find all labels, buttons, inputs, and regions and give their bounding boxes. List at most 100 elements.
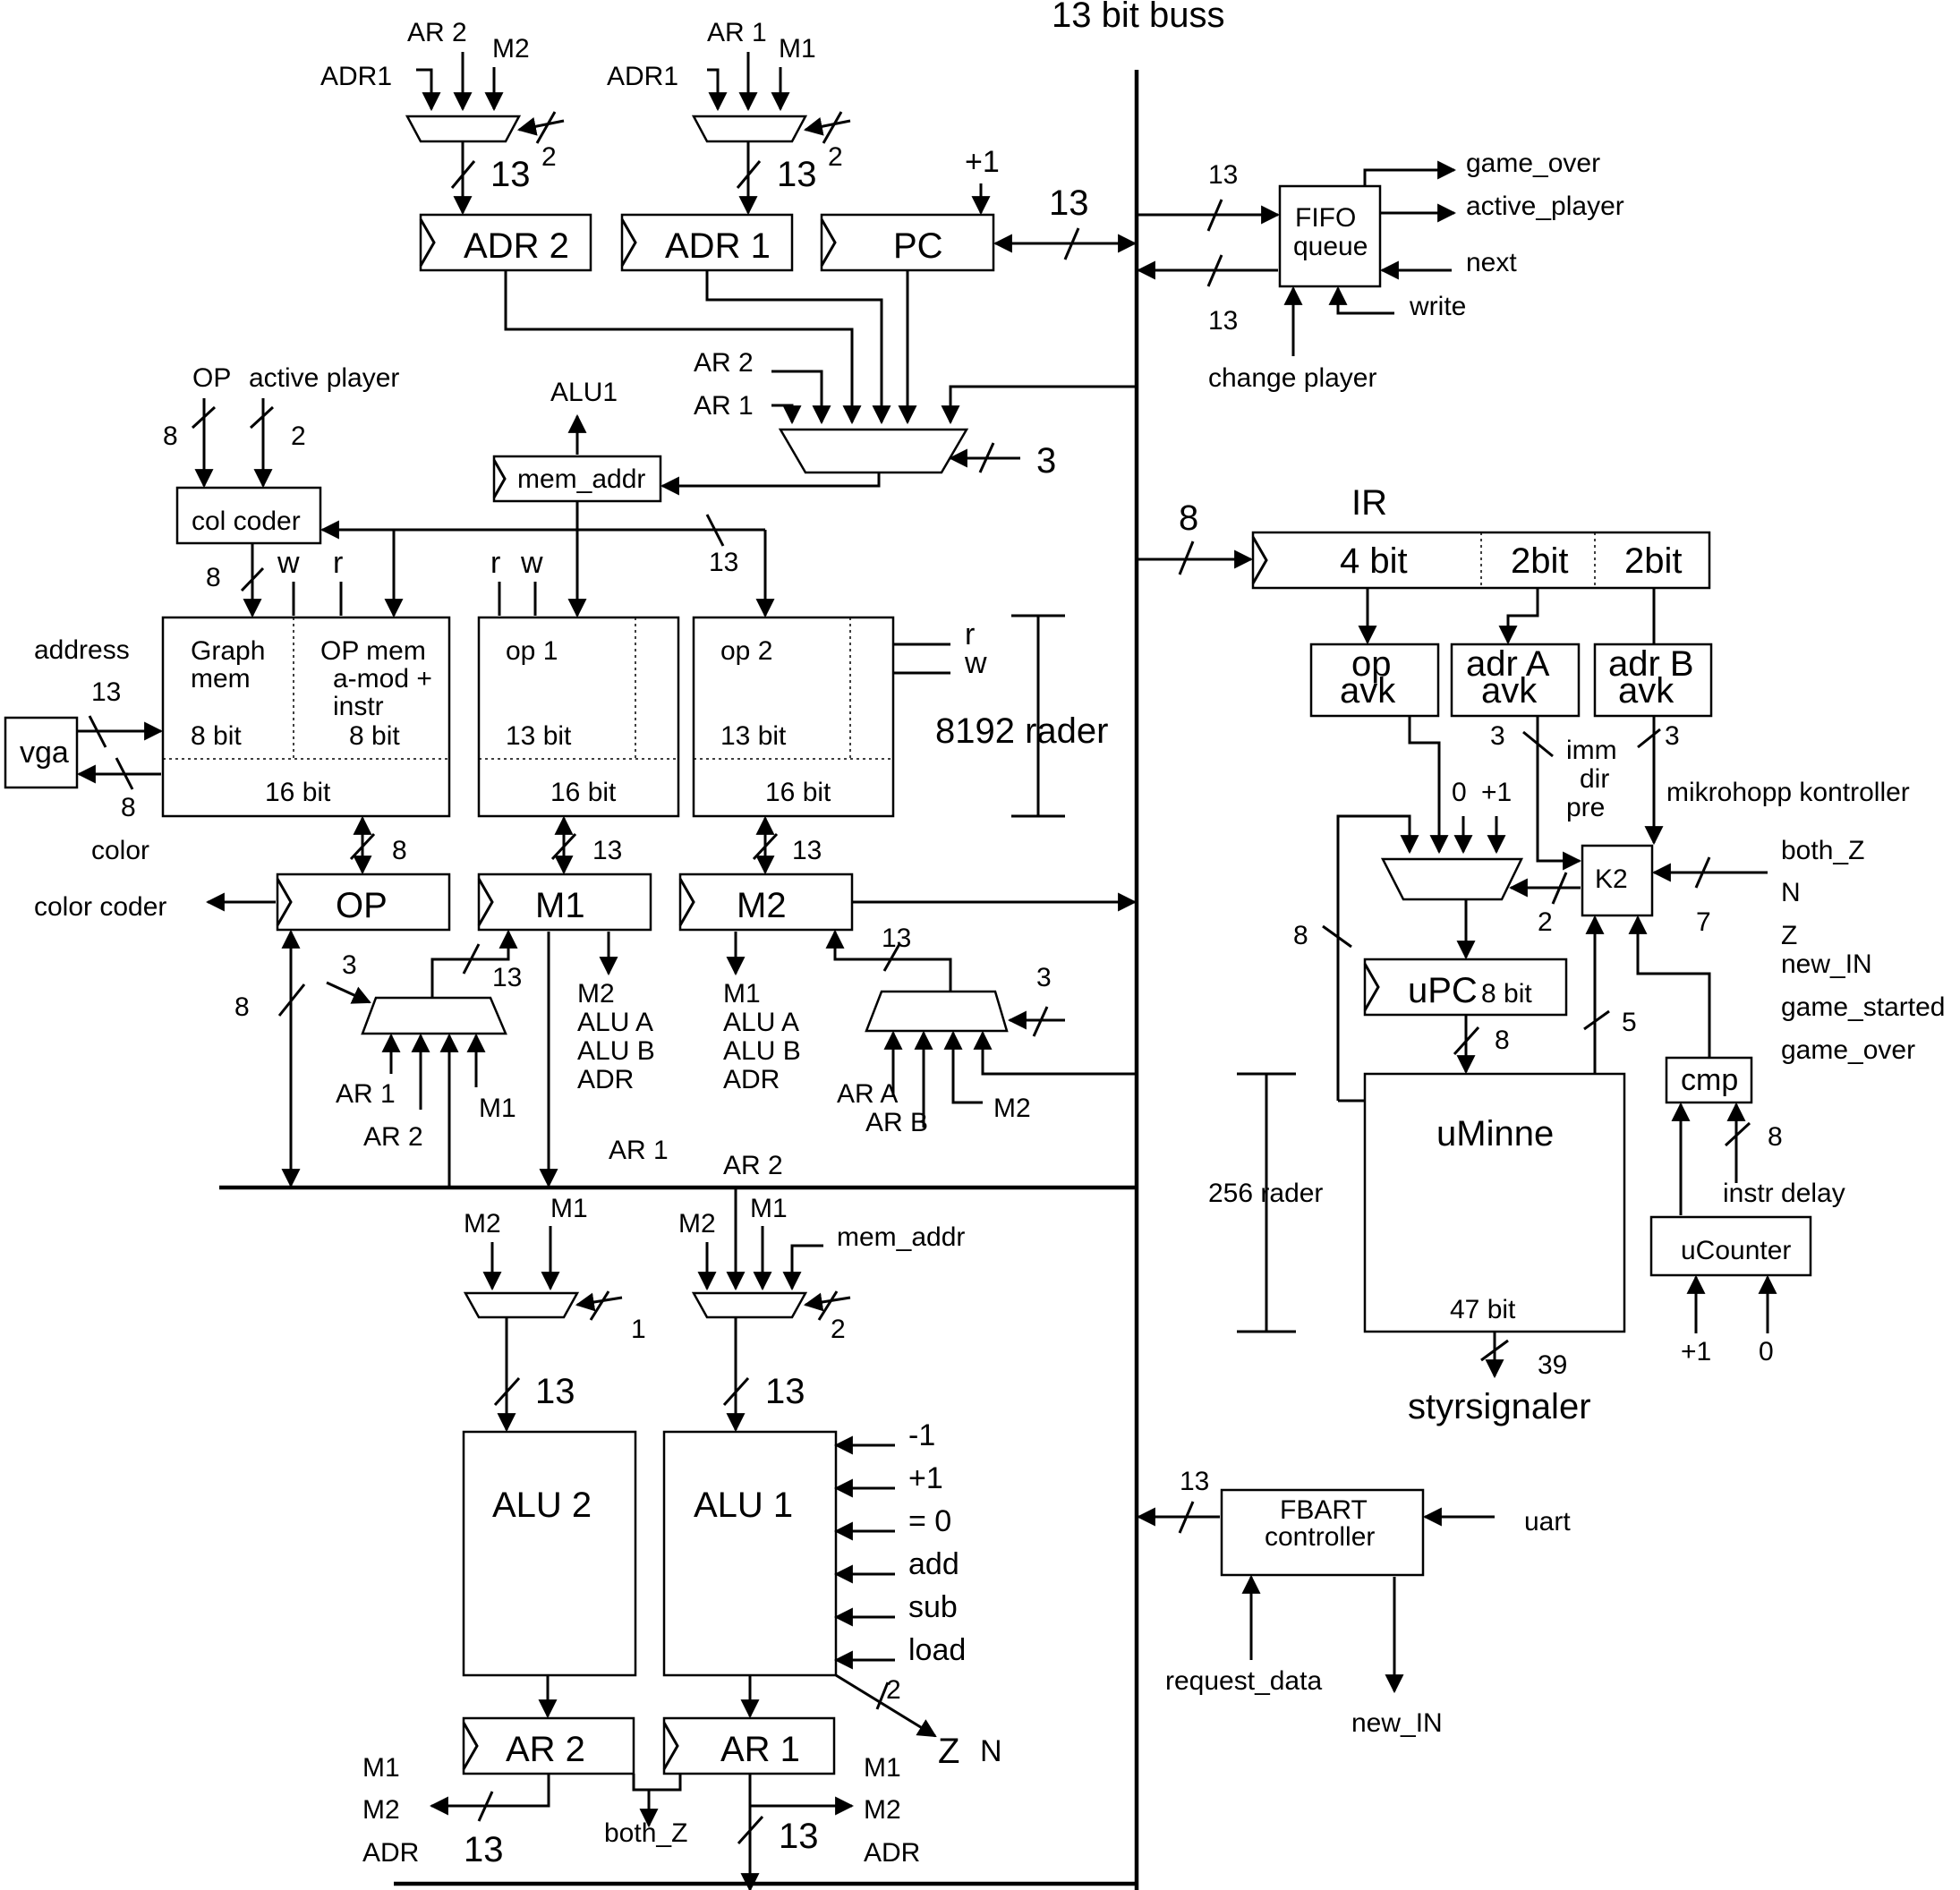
svg-text:13: 13: [1208, 306, 1238, 336]
fifo-active-player: active_player: [1466, 192, 1624, 221]
svg-text:M1: M1: [550, 1194, 588, 1223]
main-bus: 13 bit buss: [219, 0, 1224, 1890]
adr2-mux-ctrl-width: 2: [541, 142, 557, 172]
svg-text:4 bit: 4 bit: [1340, 541, 1408, 581]
mux-mem-addr: mem_addr: [837, 1222, 965, 1252]
svg-text:16 bit: 16 bit: [765, 778, 831, 807]
svg-text:adr A: adr A: [1466, 644, 1550, 684]
svg-text:0: 0: [1759, 1337, 1774, 1366]
op2-memory: op 2 13 bit 16 bit r w 8192 rader: [692, 614, 1108, 818]
adr1-width: 13: [777, 155, 817, 194]
adr2-width: 13: [490, 155, 531, 194]
svg-text:ADR 2: ADR 2: [464, 226, 569, 266]
svg-text:ALU 2: ALU 2: [492, 1486, 592, 1525]
svg-text:instr: instr: [333, 692, 384, 721]
svg-text:OP mem: OP mem: [320, 636, 426, 666]
col-coder-width: 8: [206, 563, 221, 592]
svg-text:8 bit: 8 bit: [1481, 979, 1532, 1009]
alu-op-sub: sub: [908, 1590, 958, 1624]
alu-op-load: load: [908, 1633, 966, 1667]
adr-b-avk: adr B avk: [1593, 643, 1713, 718]
svg-text:cmp: cmp: [1681, 1063, 1738, 1097]
alu1-label: ALU1: [550, 378, 618, 407]
col-coder-group: OP active player 8 2 col coder 8 w r: [163, 363, 399, 618]
m1-mux: 13 3 AR 1 AR 2 M1: [326, 929, 522, 1188]
svg-text:8: 8: [392, 836, 407, 865]
svg-text:8 bit: 8 bit: [349, 721, 400, 751]
svg-text:op: op: [1351, 644, 1392, 684]
adr1-register: ADR 1: [620, 213, 794, 272]
addr-mux-ar1: AR 1: [694, 391, 754, 421]
svg-text:ALU 1: ALU 1: [694, 1486, 793, 1525]
svg-text:game_over: game_over: [1781, 1035, 1915, 1065]
svg-text:3: 3: [1490, 721, 1505, 751]
svg-text:1: 1: [631, 1315, 646, 1344]
signal-request-data: request_data: [1165, 1666, 1322, 1696]
svg-text:ALU A: ALU A: [723, 1008, 799, 1037]
svg-text:8: 8: [1179, 498, 1198, 538]
address-width: 13: [91, 677, 121, 707]
svg-text:13: 13: [592, 836, 622, 865]
pc-register: PC +1 13: [820, 145, 1138, 272]
svg-text:M1: M1: [535, 886, 585, 925]
svg-text:2: 2: [831, 1315, 846, 1344]
svg-text:controller: controller: [1265, 1522, 1375, 1552]
svg-text:vga: vga: [20, 736, 69, 770]
micro-control: 3 3 imm dir pre mikrohopp kontroller 0 +…: [1208, 716, 1945, 1426]
alu-op-plus1: +1: [908, 1461, 943, 1495]
addr-mux-ar2: AR 2: [694, 348, 754, 378]
svg-text:13: 13: [765, 1372, 805, 1411]
alu1: ALU 1 -1 +1 = 0 add sub load 2 Z N: [662, 1418, 1002, 1771]
ucounter: [1649, 1215, 1812, 1277]
fifo-queue: FIFO queue 13 13 game_over active_player…: [1136, 149, 1624, 393]
svg-text:op 1: op 1: [506, 636, 558, 666]
svg-text:39: 39: [1538, 1350, 1567, 1380]
svg-text:PC: PC: [893, 226, 943, 266]
svg-text:K2: K2: [1595, 864, 1628, 894]
uminne: [1363, 1072, 1626, 1333]
svg-text:mem_addr: mem_addr: [517, 464, 645, 494]
svg-text:2bit: 2bit: [1624, 541, 1683, 581]
alu2-mux: M2 M1 1 13: [463, 1194, 646, 1433]
pc-plus1: +1: [965, 145, 1000, 179]
signal-both-z: both_Z: [604, 1818, 687, 1848]
mem-addr-register: mem_addr ALU1 13: [320, 378, 775, 618]
svg-text:3: 3: [342, 950, 357, 980]
svg-text:new_IN: new_IN: [1781, 949, 1872, 979]
fifo-write: write: [1409, 292, 1466, 321]
adr2-mux: [405, 115, 522, 143]
svg-text:game_started: game_started: [1781, 992, 1945, 1022]
op-width: 8: [163, 421, 178, 451]
svg-text:M2: M2: [737, 886, 787, 925]
graph-w: w: [277, 546, 300, 580]
svg-text:M1: M1: [864, 1753, 901, 1783]
col-coder: [175, 486, 322, 545]
signal-op: OP: [192, 363, 231, 393]
svg-text:M1: M1: [750, 1194, 788, 1223]
svg-text:M2: M2: [577, 979, 615, 1009]
svg-text:avk: avk: [1340, 671, 1396, 711]
svg-text:N: N: [1781, 878, 1801, 907]
svg-text:col coder: col coder: [192, 507, 301, 536]
address-mux-group: AR 2 AR 1 3: [504, 270, 1135, 496]
svg-text:47 bit: 47 bit: [1450, 1295, 1516, 1324]
svg-text:pre: pre: [1566, 793, 1605, 822]
svg-text:op 2: op 2: [720, 636, 772, 666]
flag-n: N: [980, 1734, 1002, 1768]
op1-memory: r w op 1 13 bit 16 bit: [477, 546, 680, 818]
svg-text:FBART: FBART: [1280, 1495, 1368, 1525]
m1-register: 13 M1 M2 ALU A ALU B ADR: [477, 815, 655, 1188]
svg-text:uMinne: uMinne: [1436, 1114, 1554, 1154]
svg-text:13: 13: [535, 1372, 575, 1411]
svg-text:r: r: [490, 546, 500, 580]
svg-text:imm: imm: [1566, 736, 1617, 765]
svg-text:OP: OP: [336, 886, 388, 925]
fifo-next: next: [1466, 248, 1517, 277]
svg-text:IR: IR: [1351, 483, 1387, 523]
bus-label: 13 bit buss: [1052, 0, 1224, 35]
svg-text:0: 0: [1452, 778, 1467, 807]
svg-text:ADR: ADR: [723, 1065, 780, 1094]
fbart-controller: FBART controller 13 uart request_data ne…: [1136, 1467, 1571, 1738]
svg-text:Z: Z: [1781, 921, 1797, 950]
